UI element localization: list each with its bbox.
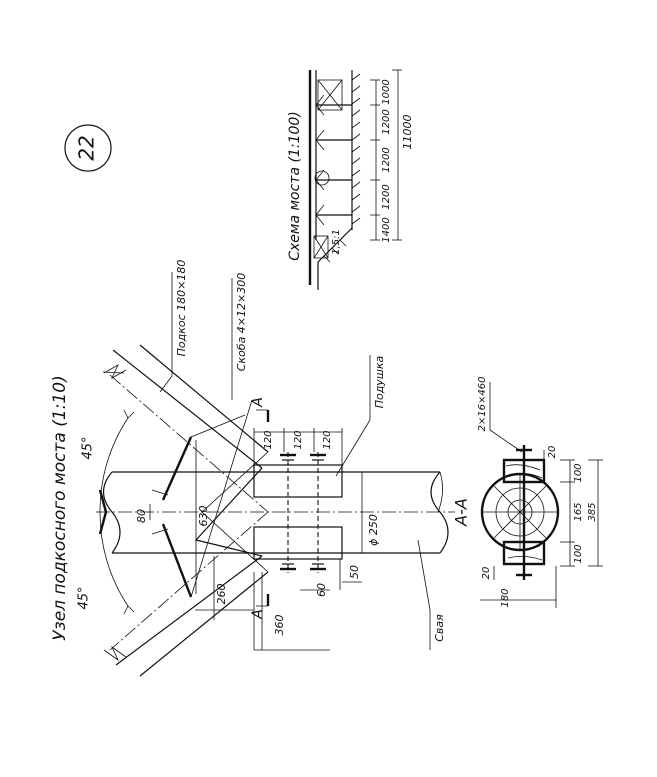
section-mark-label-lower: А (250, 609, 266, 620)
scheme-slope (317, 227, 353, 290)
staple-label: Скоба 4×12×300 (235, 273, 248, 372)
staple-leader-2 (190, 399, 253, 598)
scheme-span-1: 1400 (381, 217, 392, 242)
bridge-scheme: Схема моста (1:100) 1,5:1 (287, 69, 414, 290)
slope-label: 1,5:1 (331, 229, 342, 255)
scheme-span-5: 1000 (381, 79, 392, 104)
brace-axis-top (109, 374, 269, 513)
scheme-abutment (313, 235, 329, 259)
dim-s20-b: 20 (481, 567, 492, 580)
angle-right-label: 45° (77, 586, 92, 609)
brace-right (103, 555, 269, 677)
arc-right (99, 511, 129, 607)
dim-60: 60 (315, 583, 328, 597)
dim-360: 360 (273, 615, 286, 636)
dim-s20-a: 20 (547, 446, 558, 459)
dim-120-a: 120 (263, 430, 274, 449)
section-mark-upper: А (250, 397, 270, 422)
dim-50: 50 (348, 565, 361, 579)
bolt-left (280, 452, 296, 573)
brace-joint-axis (201, 451, 269, 573)
section-mark-label-upper: А (250, 397, 266, 408)
dim-s165: 165 (573, 502, 584, 521)
sheet-number: 22 (75, 135, 99, 160)
bolt-label: 2×16×460 (477, 377, 488, 432)
scheme-span-2: 1200 (381, 184, 392, 209)
pile-leader (417, 539, 431, 611)
dim-260: 260 (215, 584, 228, 605)
bolt-right (310, 452, 326, 573)
arc-left (99, 417, 129, 513)
section-a-a: А-А 2×16×460 20 20 100 165 100 (452, 377, 603, 608)
scheme-title: Схема моста (1:100) (287, 111, 303, 261)
dim-s385: 385 (587, 502, 598, 521)
dim-120-b: 120 (293, 430, 304, 449)
dim-s180: 180 (500, 588, 511, 607)
staple-upper (161, 436, 193, 501)
dim-s100-a: 100 (573, 463, 584, 482)
main-title: Узел подкосного моста (1:10) (50, 375, 70, 640)
dim-diameter: ϕ 250 (367, 514, 380, 546)
scheme-node-marker (314, 170, 330, 186)
cushion-upper (253, 464, 343, 498)
dim-80: 80 (135, 509, 148, 523)
staple-lower (161, 523, 193, 598)
scheme-shore-bent (317, 79, 343, 111)
pile-label: Свая (433, 614, 446, 642)
scheme-span-3: 1200 (381, 147, 392, 172)
staple-leader-1 (190, 414, 246, 438)
node-drawing: А А 45° 45° 80 630 260 360 50 (77, 260, 455, 677)
angle-left-label: 45° (81, 436, 96, 459)
pile (96, 471, 455, 554)
brace-axis-bottom (109, 511, 269, 651)
dim-s100-b: 100 (573, 544, 584, 563)
scheme-total: 11000 (401, 115, 414, 150)
section-mark-lower: А (250, 594, 270, 620)
sheet-number-badge: 22 (64, 124, 112, 172)
cushion-lower (253, 526, 343, 560)
sheet-number-circle (64, 124, 112, 172)
brace-label: Подкос 180×180 (175, 260, 188, 357)
scheme-span-4: 1200 (381, 109, 392, 134)
dim-120-c: 120 (322, 430, 333, 449)
dim-630: 630 (197, 506, 210, 527)
section-title: А-А (452, 498, 471, 527)
cushion-label: Подушка (373, 355, 386, 408)
